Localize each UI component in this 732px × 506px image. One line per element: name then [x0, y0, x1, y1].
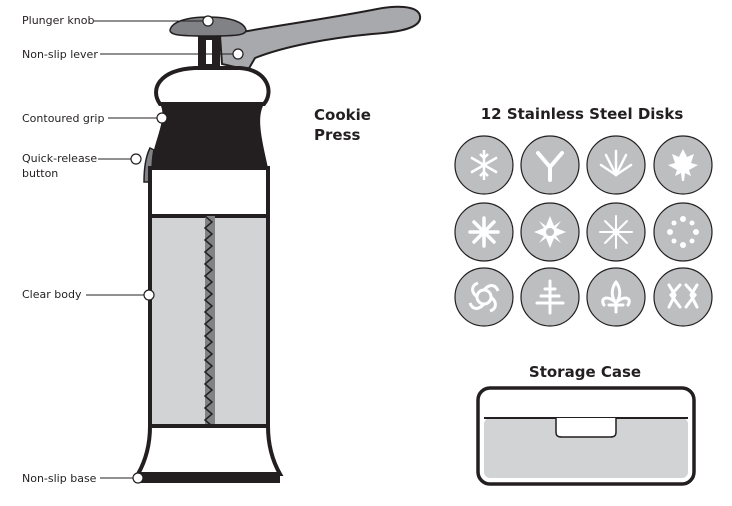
- quick-release-label-line1: Quick-release: [22, 152, 97, 165]
- disk-12: [653, 267, 713, 327]
- dotted-ring-icon: [667, 216, 699, 248]
- plunger-knob-label: Plunger knob: [22, 14, 94, 27]
- storage-case-body: [484, 418, 688, 478]
- sunburst-icon: [599, 149, 633, 177]
- contoured-grip: [150, 104, 268, 168]
- quick-release-label-line2: button: [22, 167, 58, 180]
- disk-grid: [454, 135, 713, 327]
- disk-3: [586, 135, 646, 195]
- disk-7: [586, 202, 646, 262]
- callout-lever: Non-slip lever: [22, 48, 244, 61]
- tree-icon: [535, 279, 565, 315]
- disks-heading: 12 Stainless Steel Disks: [481, 105, 684, 123]
- press-title-line1: Cookie: [314, 106, 371, 124]
- press-bottom: [134, 424, 284, 476]
- butterfly-icon: [667, 283, 699, 309]
- storage-case-latch: [555, 418, 617, 438]
- press-top: [154, 66, 271, 106]
- disk-2: [520, 135, 580, 195]
- snowflake-icon: [470, 150, 498, 180]
- disk-9: [454, 267, 514, 327]
- disk-6: [520, 202, 580, 262]
- press-title-line2: Press: [314, 126, 360, 144]
- callout-grip: Contoured grip: [22, 112, 168, 125]
- storage-heading: Storage Case: [529, 363, 641, 381]
- lever-label: Non-slip lever: [22, 48, 98, 61]
- storage-case: [476, 386, 696, 486]
- swirl-icon: [468, 281, 500, 313]
- cookie-press-illustration: [134, 5, 422, 483]
- callout-quick-release: Quick-release button: [22, 152, 142, 180]
- maple-leaf-icon: [668, 149, 698, 181]
- disk-11: [586, 267, 646, 327]
- non-slip-lever: [218, 5, 422, 72]
- disk-8: [653, 202, 713, 262]
- disk-4: [653, 135, 713, 195]
- non-slip-base: [138, 474, 280, 483]
- disk-10: [520, 267, 580, 327]
- press-upper-band: [147, 166, 270, 218]
- callout-body: Clear body: [22, 288, 155, 301]
- grip-label: Contoured grip: [22, 112, 104, 125]
- fleur-de-lis-icon: [601, 280, 631, 314]
- flower-icon: [468, 216, 500, 248]
- rod-teeth: [203, 215, 214, 427]
- base-label: Non-slip base: [22, 472, 97, 485]
- plunger-rod: [205, 216, 215, 426]
- clear-body-label: Clear body: [22, 288, 82, 301]
- callout-base: Non-slip base: [22, 472, 144, 485]
- disk-1: [454, 135, 514, 195]
- disk-5: [454, 202, 514, 262]
- y-shape-icon: [536, 151, 564, 182]
- callout-plunger-knob: Plunger knob: [22, 14, 214, 27]
